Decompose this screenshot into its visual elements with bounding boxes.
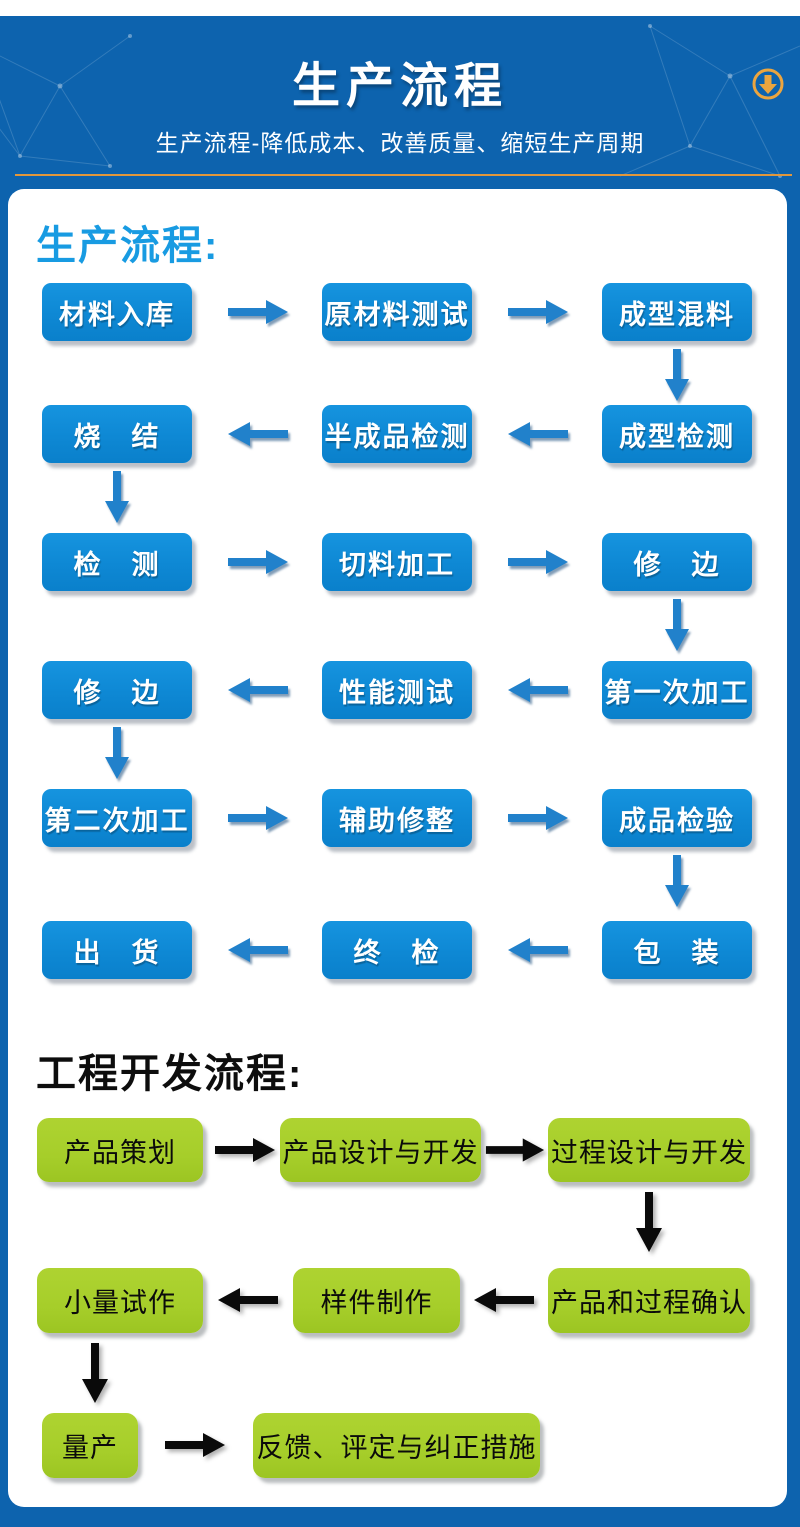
arrow-right-icon — [228, 550, 288, 574]
flow-step: 成型混料 — [602, 283, 752, 341]
flow-step-label: 成型检测 — [619, 421, 735, 452]
flow-step-label: 半成品检测 — [324, 421, 470, 452]
content-card: 生产流程: 材料入库 原材料测试 成型混料 烧 结 半成品检测 成型检测 检 测… — [8, 189, 787, 1507]
flow-step-label: 性能测试 — [339, 677, 455, 708]
arrow-left-icon — [508, 938, 568, 962]
arrow-left-icon — [228, 938, 288, 962]
flow-step: 辅助修整 — [322, 789, 472, 847]
flow-step: 小量试作 — [37, 1268, 203, 1333]
flow-step-label: 小量试作 — [64, 1288, 176, 1318]
flow-step: 修 边 — [42, 661, 192, 719]
flow-step-label: 切料加工 — [339, 549, 455, 580]
arrow-down-icon — [82, 1343, 108, 1403]
flow-step-label: 产品策划 — [64, 1137, 176, 1168]
arrow-right-icon — [228, 806, 288, 830]
flow-step-label: 第一次加工 — [604, 677, 750, 708]
arrow-down-icon — [665, 855, 689, 907]
flow-step-label: 材料入库 — [59, 299, 175, 330]
flow-step-label: 修 边 — [633, 549, 721, 580]
arrow-right-icon — [508, 550, 568, 574]
arrow-right-icon — [485, 1138, 545, 1162]
flow-step: 检 测 — [42, 533, 192, 591]
flow-step: 量产 — [42, 1413, 138, 1478]
page-title: 生产流程 — [291, 60, 508, 113]
page-subtitle: 生产流程-降低成本、改善质量、缩短生产周期 — [155, 130, 645, 156]
flow-step-label: 成品检验 — [619, 805, 735, 836]
flow-step: 终 检 — [322, 921, 472, 979]
flow-step-label: 辅助修整 — [339, 805, 455, 836]
flow-step-label: 检 测 — [73, 549, 161, 580]
flow-step-label: 产品设计与开发 — [282, 1137, 479, 1168]
flow-step-label: 终 检 — [353, 937, 441, 968]
scroll-down-button[interactable] — [748, 64, 788, 104]
flow-step: 样件制作 — [293, 1268, 460, 1333]
arrow-right-icon — [165, 1433, 225, 1457]
flow-step-label: 烧 结 — [73, 421, 161, 452]
arrow-left-icon — [508, 422, 568, 446]
flow-step-label: 原材料测试 — [324, 299, 470, 330]
arrow-left-icon — [228, 422, 288, 446]
arrow-right-icon — [215, 1138, 275, 1162]
arrow-left-icon — [228, 678, 288, 702]
flow-step-label: 过程设计与开发 — [551, 1137, 747, 1168]
flow-step: 产品策划 — [37, 1118, 203, 1182]
flow-step: 半成品检测 — [322, 405, 472, 463]
flow-step: 第一次加工 — [602, 661, 752, 719]
flow-step-label: 量产 — [62, 1433, 118, 1463]
arrow-right-icon — [508, 300, 568, 324]
flow-step-label: 产品和过程确认 — [551, 1288, 747, 1318]
flow-step: 材料入库 — [42, 283, 192, 341]
flow-step-label: 修 边 — [73, 677, 161, 708]
arrow-down-icon — [105, 727, 129, 779]
header-divider — [15, 174, 792, 176]
flow-step: 出 货 — [42, 921, 192, 979]
arrow-left-icon — [508, 678, 568, 702]
engineering-flow-heading: 工程开发流程: — [36, 1052, 304, 1096]
production-flow-heading: 生产流程: — [36, 224, 220, 268]
flow-step-label: 成型混料 — [619, 299, 735, 330]
flow-step: 成品检验 — [602, 789, 752, 847]
arrow-right-icon — [228, 300, 288, 324]
flow-step: 第二次加工 — [42, 789, 192, 847]
arrow-down-icon — [636, 1192, 662, 1252]
arrow-right-icon — [508, 806, 568, 830]
flow-step-label: 包 装 — [633, 937, 721, 968]
arrow-down-icon — [105, 471, 129, 523]
flow-step: 原材料测试 — [322, 283, 472, 341]
arrow-down-icon — [665, 599, 689, 651]
flow-step-label: 样件制作 — [320, 1288, 433, 1318]
flow-step: 包 装 — [602, 921, 752, 979]
flow-step: 产品设计与开发 — [280, 1118, 481, 1182]
header: 生产流程 生产流程-降低成本、改善质量、缩短生产周期 — [0, 16, 800, 189]
circle-down-arrow-icon — [752, 68, 784, 100]
flow-step-label: 反馈、评定与纠正措施 — [256, 1433, 537, 1463]
flow-step-label: 第二次加工 — [44, 805, 190, 836]
flow-step: 切料加工 — [322, 533, 472, 591]
flow-step: 产品和过程确认 — [548, 1268, 750, 1333]
flow-step: 性能测试 — [322, 661, 472, 719]
arrow-down-icon — [665, 349, 689, 401]
flow-step: 过程设计与开发 — [548, 1118, 750, 1182]
flow-step: 烧 结 — [42, 405, 192, 463]
flow-step: 修 边 — [602, 533, 752, 591]
network-pattern-left — [0, 34, 132, 168]
flow-step: 反馈、评定与纠正措施 — [253, 1413, 540, 1478]
flow-step: 成型检测 — [602, 405, 752, 463]
flow-step-label: 出 货 — [73, 937, 161, 968]
arrow-left-icon — [474, 1288, 534, 1312]
top-white-strip — [0, 0, 800, 16]
arrow-left-icon — [218, 1288, 278, 1312]
